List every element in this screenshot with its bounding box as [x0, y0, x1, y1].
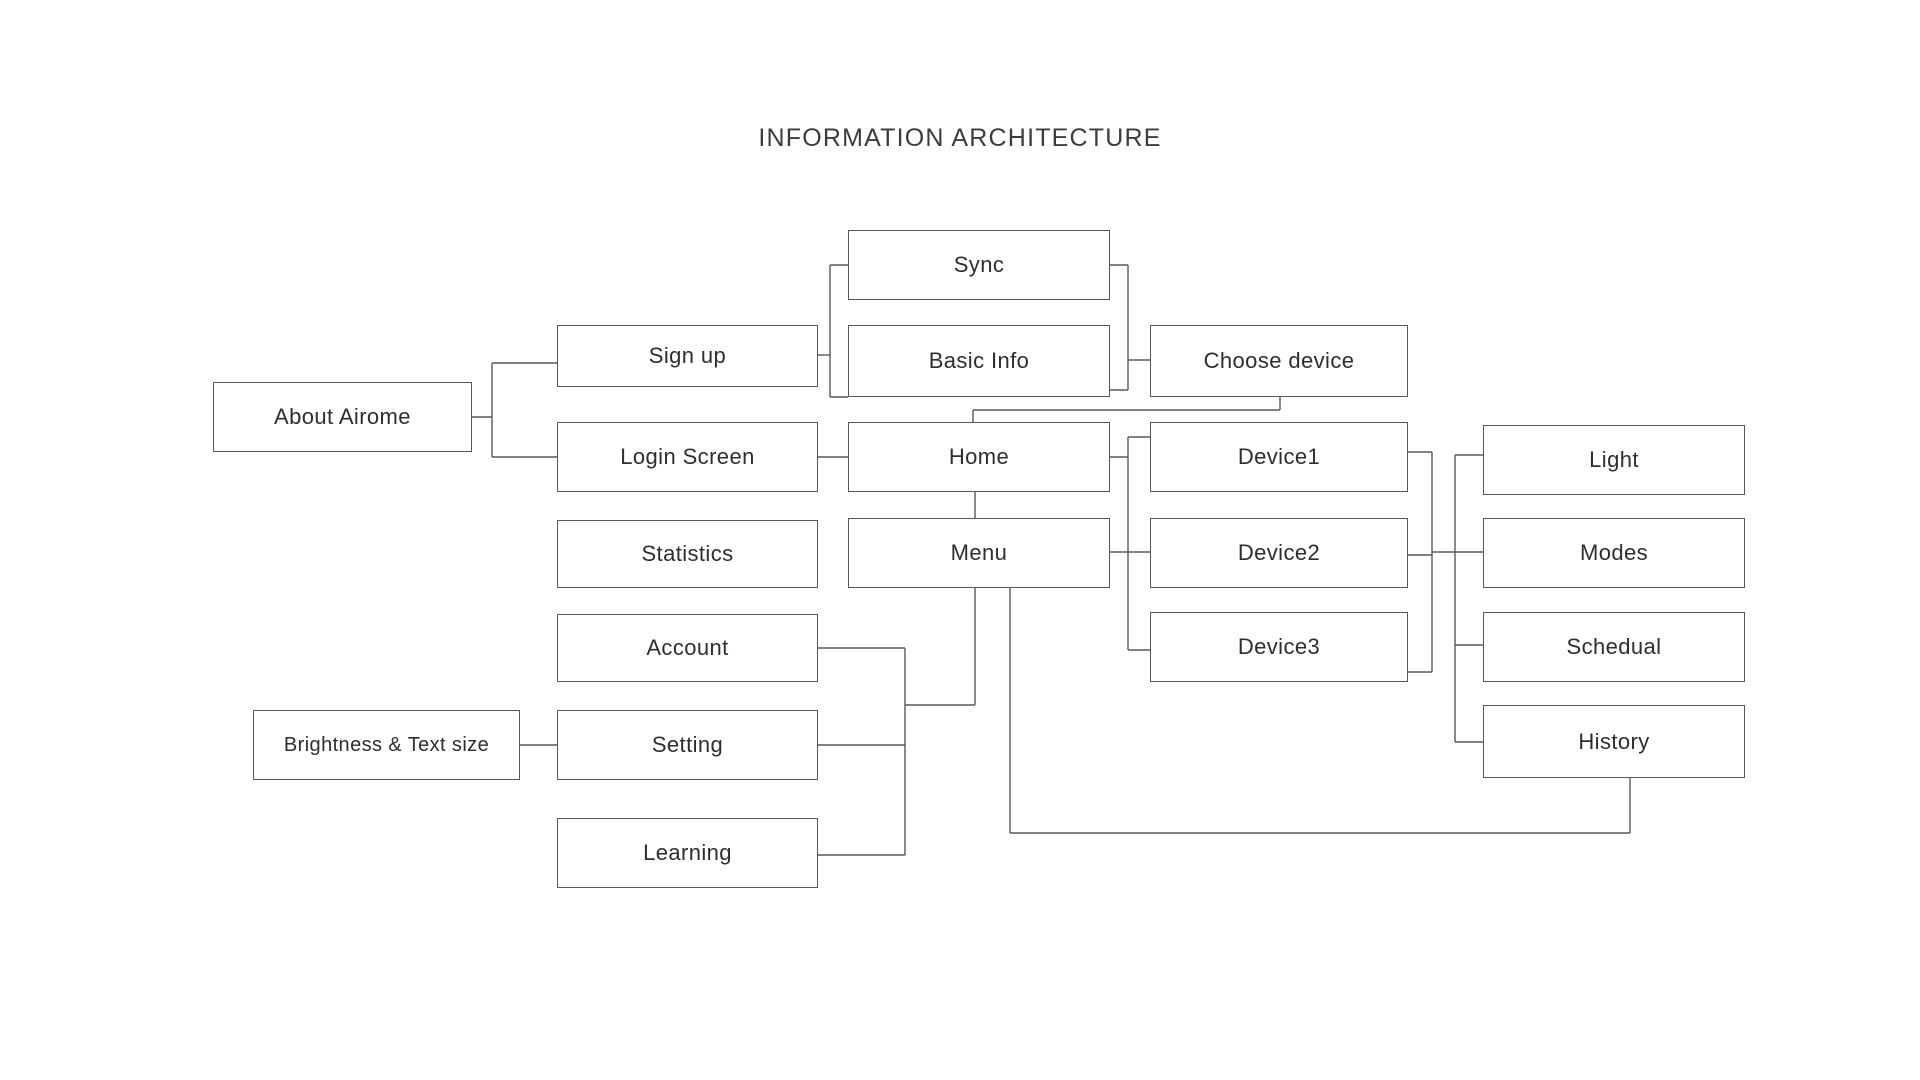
node-setting[interactable]: Setting — [557, 710, 818, 780]
node-statistics[interactable]: Statistics — [557, 520, 818, 588]
node-login-screen[interactable]: Login Screen — [557, 422, 818, 492]
node-label: Menu — [950, 540, 1008, 565]
node-label: Learning — [643, 840, 732, 865]
node-history[interactable]: History — [1483, 705, 1745, 778]
node-account[interactable]: Account — [557, 614, 818, 682]
node-device3[interactable]: Device3 — [1150, 612, 1408, 682]
node-menu[interactable]: Menu — [848, 518, 1110, 588]
node-brightness-text-size[interactable]: Brightness & Text size — [253, 710, 520, 780]
node-label: About Airome — [274, 404, 411, 429]
node-light[interactable]: Light — [1483, 425, 1745, 495]
node-label: Choose device — [1203, 348, 1355, 373]
node-label: Device1 — [1237, 444, 1321, 469]
node-label: Basic Info — [928, 348, 1030, 373]
node-about-airome[interactable]: About Airome — [213, 382, 472, 452]
node-learning[interactable]: Learning — [557, 818, 818, 888]
node-label: Brightness & Text size — [283, 734, 490, 756]
node-label: Sync — [953, 252, 1005, 277]
node-label: Modes — [1579, 540, 1649, 565]
node-device2[interactable]: Device2 — [1150, 518, 1408, 588]
node-sign-up[interactable]: Sign up — [557, 325, 818, 387]
node-basic-info[interactable]: Basic Info — [848, 325, 1110, 397]
node-choose-device[interactable]: Choose device — [1150, 325, 1408, 397]
node-label: Setting — [651, 732, 724, 757]
node-home[interactable]: Home — [848, 422, 1110, 492]
node-label: Sign up — [648, 343, 727, 368]
node-label: Account — [646, 635, 729, 660]
node-schedual[interactable]: Schedual — [1483, 612, 1745, 682]
node-device1[interactable]: Device1 — [1150, 422, 1408, 492]
node-label: Statistics — [641, 541, 734, 566]
node-label: Home — [948, 444, 1010, 469]
node-label: Schedual — [1566, 634, 1662, 659]
node-label: Login Screen — [620, 444, 755, 469]
node-modes[interactable]: Modes — [1483, 518, 1745, 588]
node-sync[interactable]: Sync — [848, 230, 1110, 300]
node-label: Device3 — [1237, 634, 1321, 659]
page-title: INFORMATION ARCHITECTURE — [758, 124, 1162, 152]
node-label: Device2 — [1237, 540, 1321, 565]
node-label: History — [1578, 728, 1650, 754]
node-label: Light — [1589, 447, 1639, 472]
